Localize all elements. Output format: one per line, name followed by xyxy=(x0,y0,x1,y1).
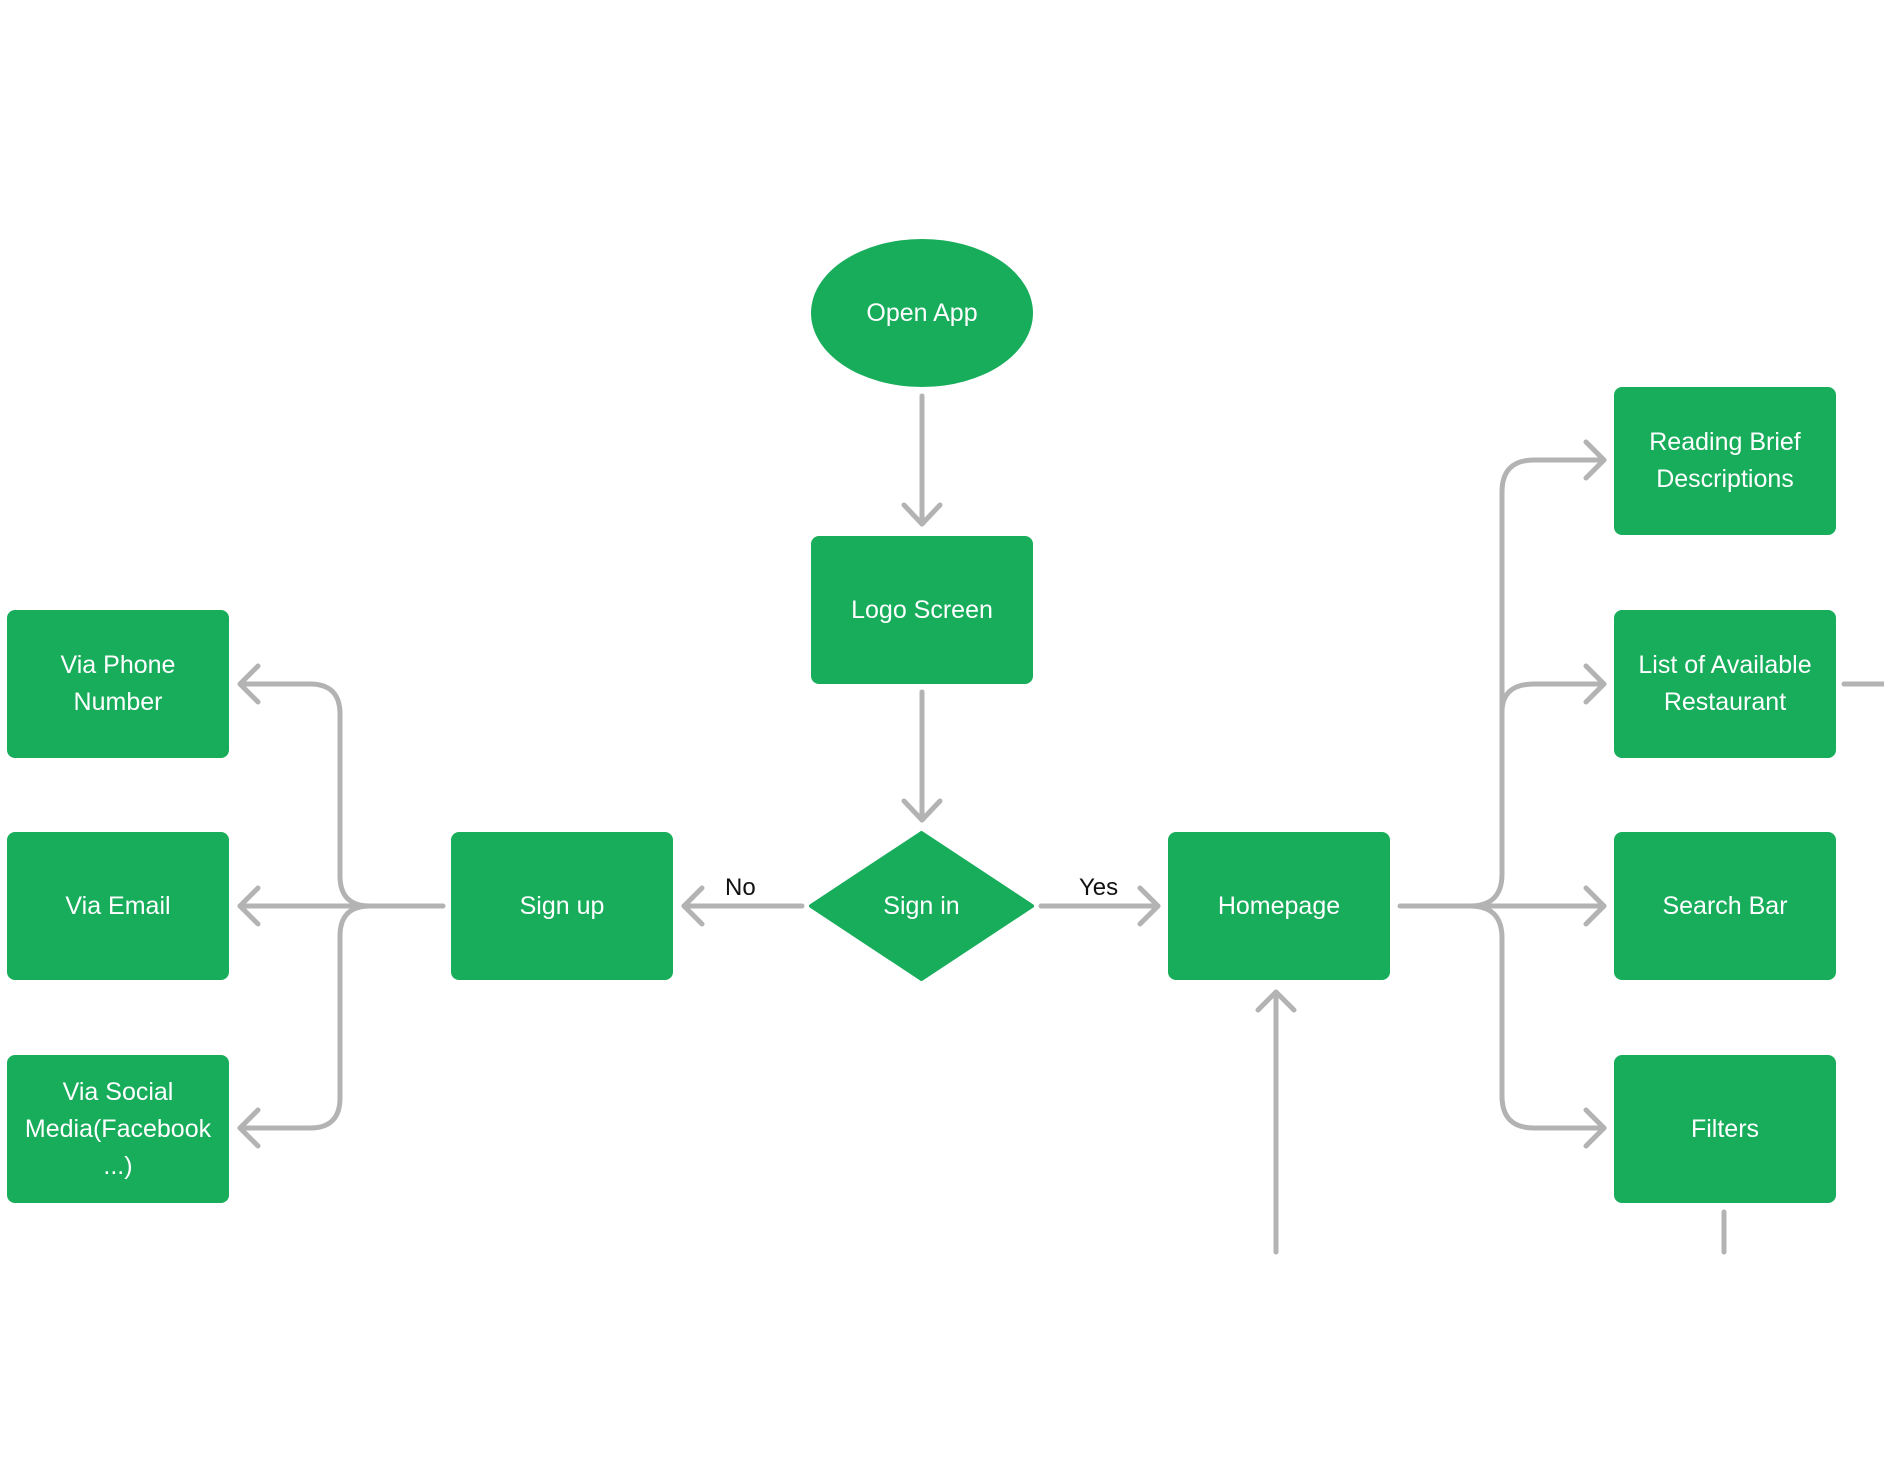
filters-node: Filters xyxy=(1614,1055,1836,1203)
arrowhead-reading-brief xyxy=(1583,439,1607,481)
diamond-shape xyxy=(809,831,1034,981)
edge-label-no: No xyxy=(725,874,756,901)
arrowhead-sign-in xyxy=(901,798,943,823)
arrowhead-list-restaurant xyxy=(1583,663,1607,705)
arrowhead-via-phone xyxy=(237,663,261,705)
arrowhead-filters xyxy=(1583,1107,1607,1149)
via-email-label: Via Email xyxy=(65,891,171,920)
connector-to-list-restaurant xyxy=(1499,681,1607,715)
logo-screen-label: Logo Screen xyxy=(851,595,993,624)
sign-in-label: Sign in xyxy=(883,891,960,920)
arrowhead-via-social xyxy=(237,1107,261,1149)
sign-in-decision-node: Sign in xyxy=(809,831,1034,981)
open-app-node: Open App xyxy=(811,239,1033,387)
arrowhead-search-bar xyxy=(1583,885,1607,927)
homepage-label: Homepage xyxy=(1217,891,1341,920)
reading-brief-label: Reading Brief Descriptions xyxy=(1649,428,1801,493)
via-social-node: Via Social Media(Facebook ...) xyxy=(7,1055,229,1203)
reading-brief-node: Reading Brief Descriptions xyxy=(1614,387,1836,535)
arrowhead-homepage xyxy=(1137,885,1161,927)
via-phone-label: Via Phone Number xyxy=(60,651,176,716)
arrowhead-logo-screen xyxy=(901,502,943,527)
arrowhead-sign-up xyxy=(681,885,705,927)
edge-label-yes: Yes xyxy=(1079,874,1119,901)
homepage-node: Homepage xyxy=(1168,832,1390,980)
connector-to-filters xyxy=(1467,903,1607,1131)
connector-to-via-phone xyxy=(237,681,373,909)
list-restaurant-node: List of Available Restaurant xyxy=(1614,610,1836,758)
list-restaurant-label: List of Available Restaurant xyxy=(1638,651,1812,716)
search-bar-node: Search Bar xyxy=(1614,832,1836,980)
via-social-label: Via Social Media(Facebook ...) xyxy=(24,1077,212,1180)
connector-to-via-social xyxy=(237,903,373,1131)
via-email-node: Via Email xyxy=(7,832,229,980)
via-phone-node: Via Phone Number xyxy=(7,610,229,758)
filters-label: Filters xyxy=(1690,1114,1760,1143)
open-app-label: Open App xyxy=(866,298,978,327)
arrowhead-via-email xyxy=(237,885,261,927)
arrowhead-homepage-bottom xyxy=(1255,989,1297,1013)
search-bar-label: Search Bar xyxy=(1662,891,1788,920)
sign-up-label: Sign up xyxy=(519,891,605,920)
sign-up-node: Sign up xyxy=(451,832,673,980)
connector-to-reading-brief xyxy=(1467,457,1607,909)
logo-screen-node: Logo Screen xyxy=(811,536,1033,684)
